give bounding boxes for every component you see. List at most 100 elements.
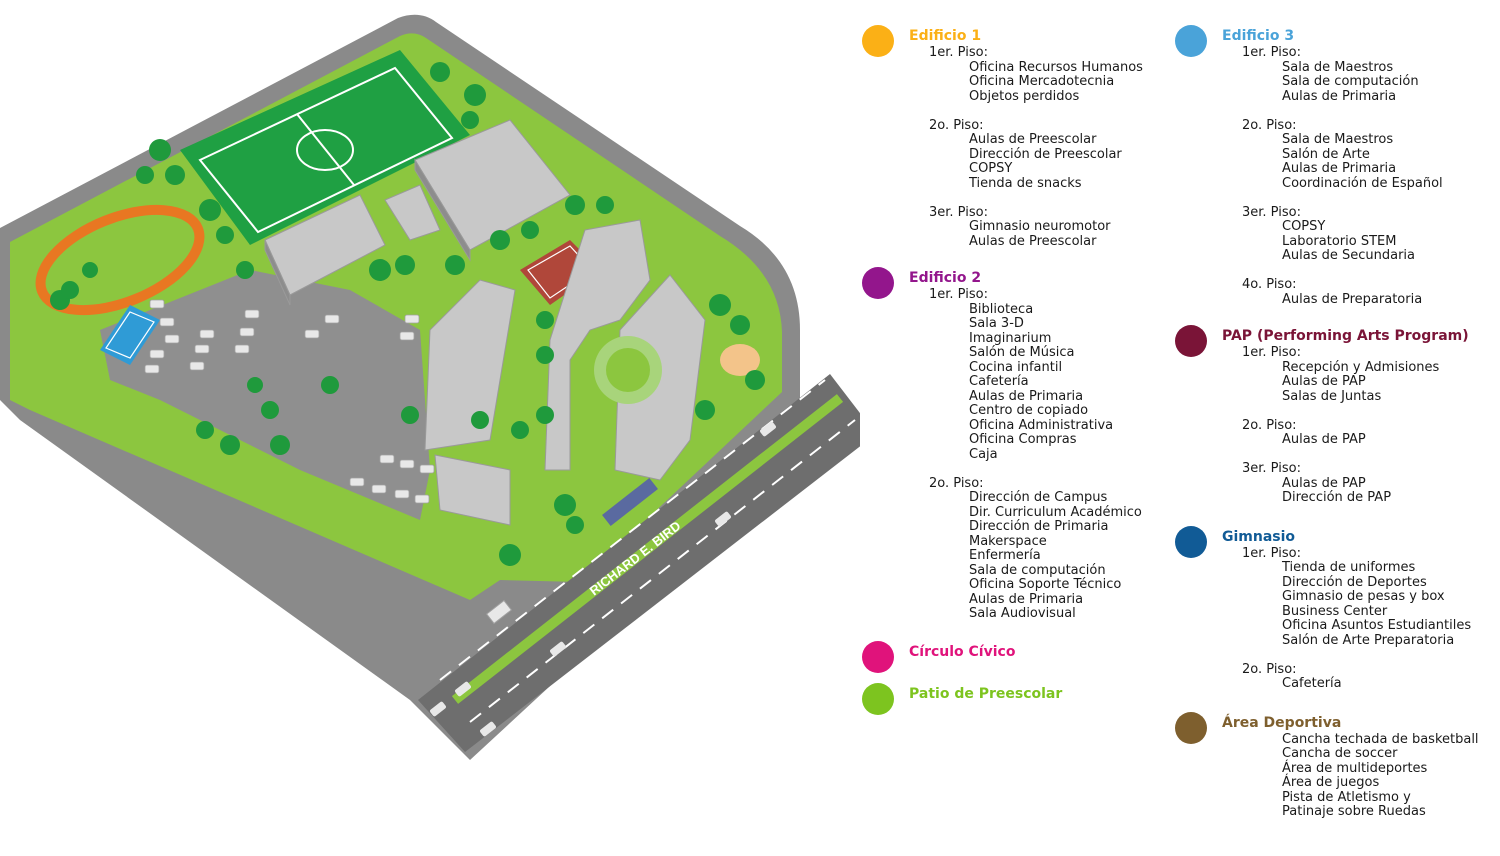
running-track [35,204,205,316]
legend-item: Dirección de Deportes [1282,574,1427,590]
floor-label: 2o. Piso: [929,117,984,133]
legend-item: Cafetería [969,374,1029,389]
legend-item: Enfermería [969,548,1041,563]
legend-item: Recepción y Admisiones [1282,359,1440,375]
richard-e-bird-road [418,374,860,752]
floor-label: 3er. Piso: [1242,461,1301,476]
legend-title: Área Deportiva [1222,714,1342,731]
floor-items: Cafetería [1242,676,1495,692]
legend-item: Cafetería [1282,676,1342,691]
legend-item: Salón de Arte [1282,146,1370,162]
legend-group-patio-de-preescolar: Patio de Preescolar [862,682,1182,715]
legend-title: Patio de Preescolar [909,685,1063,702]
parking-lot [100,270,430,520]
legend-item: Oficina Mercadotecnia [969,74,1115,89]
legend-color-dot [862,640,894,673]
legend-item: Gimnasio de pesas y box [1282,589,1445,604]
legend-item: Dir. Curriculum Académico [969,504,1142,520]
building-3 [544,219,651,471]
floor-label: 2o. Piso: [1242,417,1297,433]
floor-label: 2o. Piso: [1242,117,1297,133]
legend-item: Aulas de Preescolar [969,132,1097,147]
legend-group-circulo-civico: Círculo Cívico [862,640,1182,673]
multisport-court [100,305,160,365]
legend-item: Aulas de Primaria [1282,161,1397,176]
legend-item: Pista de Atletismo y [1282,789,1411,805]
legend-item: Cancha de soccer [1282,746,1398,761]
parked-cars [144,299,435,504]
legend-color-dot [1175,325,1207,357]
legend-item: Sala de computación [969,562,1106,578]
legend-title: Círculo Cívico [909,643,1016,660]
floor-block: 2o. Piso:Aulas de PAP [1222,417,1495,448]
legend-item: Oficina Recursos Humanos [969,59,1143,75]
legend-item: Área de juegos [1282,775,1380,790]
legend-item: Tienda de snacks [969,175,1082,191]
campus-map: RICHARD E. BIRD [0,14,860,761]
legend-item: Salón de Arte Preparatoria [1282,632,1455,648]
legend-item: Biblioteca [969,301,1034,317]
floor-label: 4o. Piso: [1242,277,1297,292]
legend-item: Laboratorio STEM [1282,233,1397,249]
trees [50,62,765,566]
legend-title: Edificio 2 [909,270,982,286]
legend-color-dot [862,25,894,57]
legend-color-dot [862,267,894,299]
floor-label: 2o. Piso: [929,475,984,491]
legend-item: Makerspace [969,533,1047,549]
legend-title: Edificio 3 [1222,28,1295,44]
legend-item: Oficina Soporte Técnico [969,577,1122,592]
floor-label: 3er. Piso: [1242,204,1301,220]
legend-item: Coordinación de Español [1282,175,1443,191]
floor-label: 1er. Piso: [929,287,988,302]
legend-color-dot [1175,711,1207,744]
floor-label: 1er. Piso: [1242,345,1301,360]
legend-item: Imaginarium [969,330,1052,346]
legend-item: Aulas de PAP [1282,374,1366,389]
floor-label: 1er. Piso: [929,45,988,60]
legend-item: Dirección de Campus [969,490,1108,505]
legend-group-pap-performing-arts-program: PAP (Performing Arts Program)1er. Piso:R… [1175,324,1495,506]
legend-item: Aulas de Primaria [969,591,1084,607]
legend-color-dot [1175,25,1207,57]
legend-item: Sala de Maestros [1282,59,1394,75]
legend-item: Aulas de Preescolar [969,233,1097,249]
legend-item: Sala Audiovisual [969,606,1076,621]
legend-item: Objetos perdidos [969,88,1080,104]
legend-item: Salas de Juntas [1282,388,1382,404]
legend-title: Gimnasio [1222,528,1296,545]
legend-item: Aulas de Secundaria [1282,248,1416,263]
legend-item: Dirección de Preescolar [969,146,1122,162]
legend-item: Business Center [1282,603,1388,619]
legend-item: Cancha techada de basketball [1282,731,1479,747]
legend-title: Edificio 1 [909,28,982,44]
legend-item: Aulas de PAP [1282,475,1366,491]
legend-item: Centro de copiado [969,403,1089,418]
legend-color-dot [1175,525,1207,558]
floor-label: 3er. Piso: [929,204,988,220]
building-2 [424,279,516,451]
legend-item: Caja [969,446,998,462]
floor-block: 4o. Piso:Aulas de Preparatoria [1222,277,1495,307]
